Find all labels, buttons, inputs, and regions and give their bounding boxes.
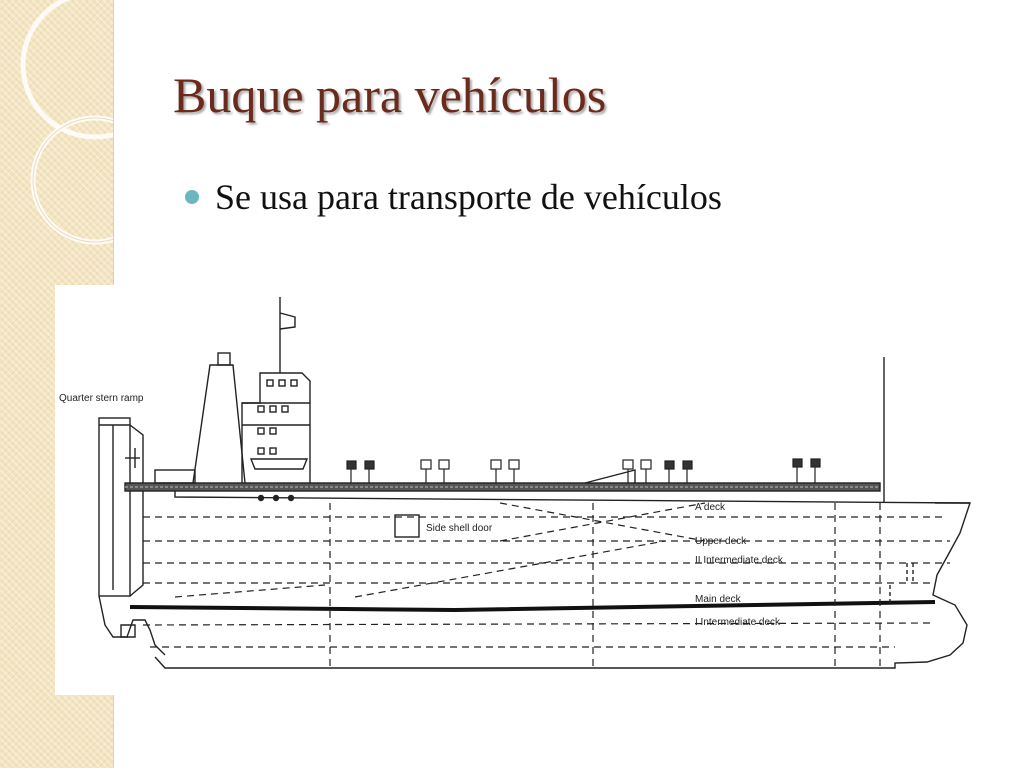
label-ii-intermediate-deck: II Intermediate deck bbox=[695, 555, 784, 566]
bullet-item: Se usa para transporte de vehículos bbox=[185, 176, 722, 218]
quarter-stern-ramp bbox=[98, 417, 131, 597]
label-side-shell-door: Side shell door bbox=[426, 523, 493, 534]
bullet-icon bbox=[185, 190, 199, 204]
label-quarter-stern-ramp: Quarter stern ramp bbox=[59, 393, 144, 404]
label-upper-deck: Upper deck bbox=[695, 536, 747, 547]
decorative-circles bbox=[20, 0, 113, 245]
side-shell-door bbox=[394, 514, 420, 538]
label-i-intermediate-deck: I Intermediate deck bbox=[695, 617, 781, 628]
label-a-deck: A deck bbox=[695, 502, 726, 513]
slide-title: Buque para vehículos bbox=[173, 67, 607, 123]
ship-diagram: Quarter stern ramp Side shell door A dec… bbox=[55, 285, 987, 695]
bullet-text: Se usa para transporte de vehículos bbox=[215, 177, 722, 217]
ship-profile-drawing: Quarter stern ramp Side shell door A dec… bbox=[59, 297, 971, 669]
label-main-deck: Main deck bbox=[695, 594, 742, 605]
